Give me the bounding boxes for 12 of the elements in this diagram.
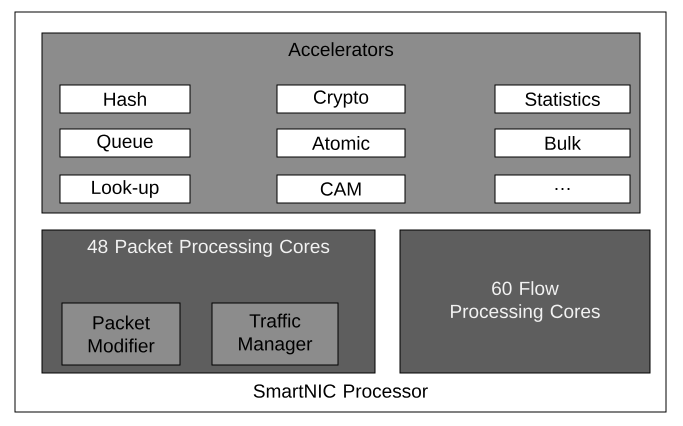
accelerator-box: Hash xyxy=(60,84,190,114)
accelerator-box: Look-up xyxy=(60,174,190,204)
module-box: Packet Modifier xyxy=(62,302,180,366)
accelerator-box: … xyxy=(494,174,630,204)
module-box: Traffic Manager xyxy=(212,302,338,366)
core-panel: 60 Flow Processing Cores xyxy=(400,230,650,374)
accelerator-box: Statistics xyxy=(494,84,630,114)
accelerator-box: Crypto xyxy=(276,84,406,114)
accelerator-box: Atomic xyxy=(276,128,406,158)
accelerator-box: Bulk xyxy=(494,128,630,158)
accelerator-box: Queue xyxy=(60,128,190,158)
accelerator-box: CAM xyxy=(276,174,406,204)
